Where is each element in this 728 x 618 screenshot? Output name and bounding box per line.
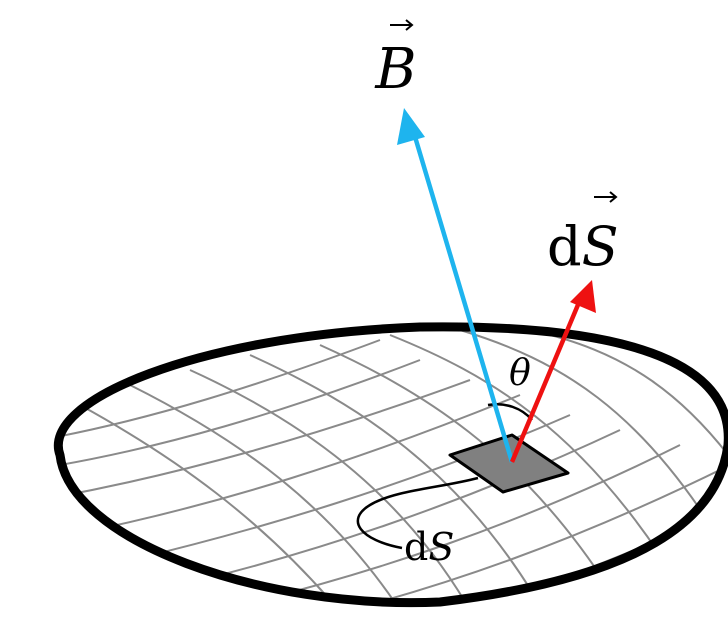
vector-overarrow-icon [390,19,414,31]
area-vector-ds-shaft [509,299,583,463]
area-vector-label-d: d [547,215,582,278]
field-vector-b [397,108,515,463]
area-element-label: dS [404,525,454,569]
angle-label: θ [509,353,531,394]
area-vector-label-text: dS [547,215,619,278]
area-element-label-d: d [404,525,428,569]
area-element-patch [448,433,570,494]
vector-overarrow-icon [594,191,618,203]
field-vector-label: B [374,19,417,102]
surface-fill [58,326,728,603]
field-vector-label-text: B [374,37,416,102]
field-vector-b-arrowhead [397,108,425,145]
area-vector-label: dS [547,191,619,278]
area-vector-ds [509,280,596,463]
surface-outline [53,322,728,608]
field-vector-b-shaft [410,129,515,463]
area-vector-ds-arrowhead [570,280,596,313]
area-element-label-s: S [428,525,454,569]
area-vector-label-s: S [582,215,619,278]
area-element-leader [356,476,479,550]
